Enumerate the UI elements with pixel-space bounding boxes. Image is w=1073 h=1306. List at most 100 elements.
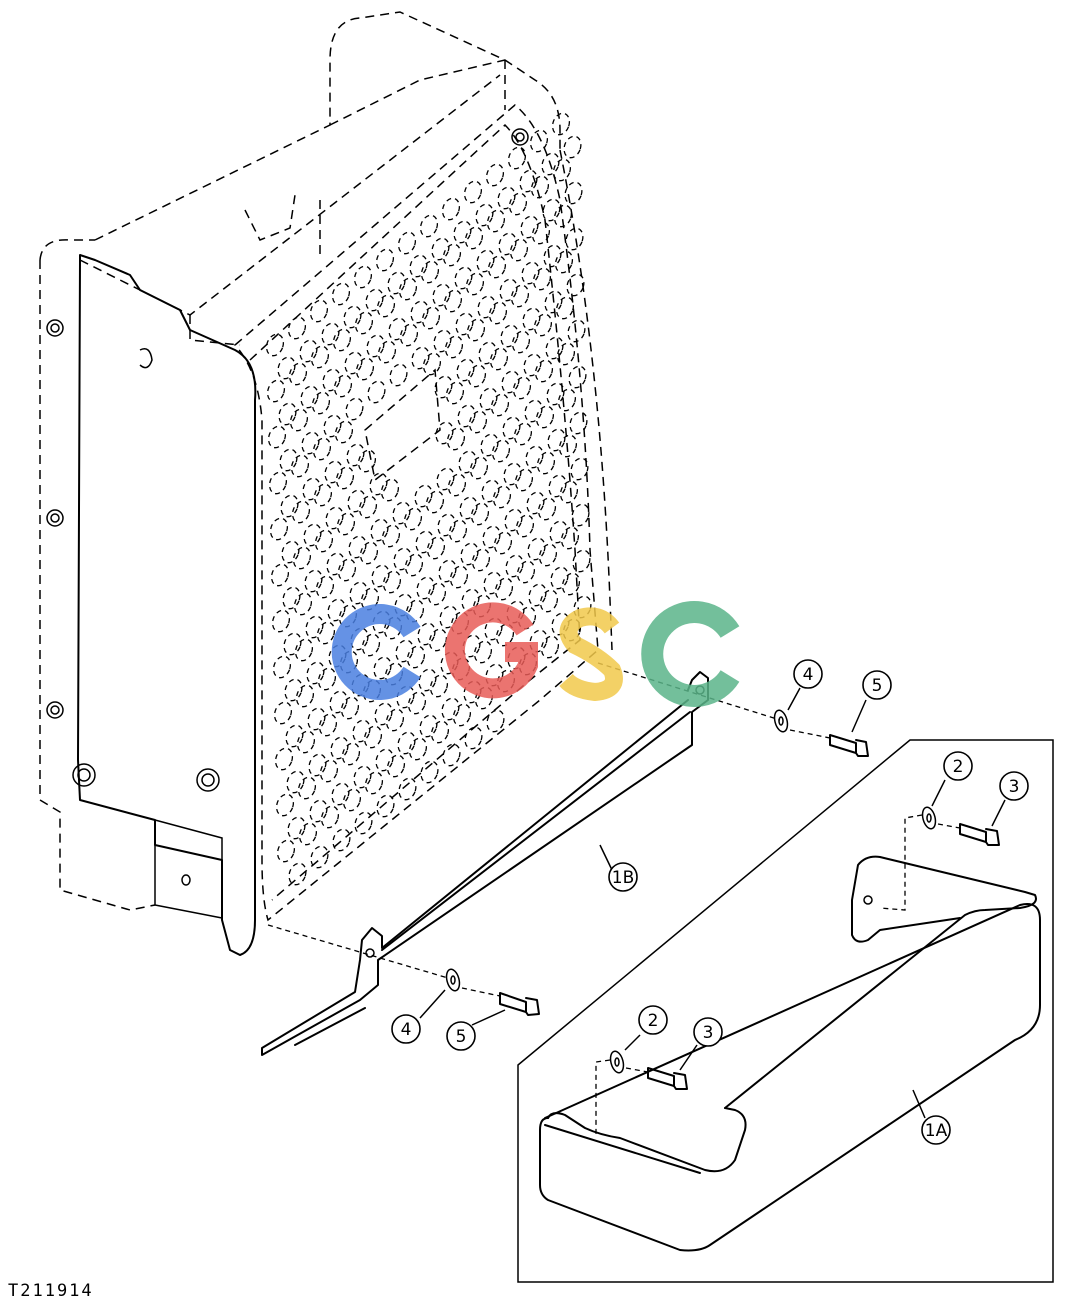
perforation-hole	[468, 410, 488, 434]
perforation-hole	[345, 397, 364, 421]
perforation-hole	[435, 421, 454, 445]
perforation-hole	[516, 560, 536, 584]
perforation-hole	[545, 336, 564, 360]
perforation-hole	[408, 737, 428, 761]
perforation-hole	[487, 255, 507, 279]
perforation-hole	[486, 709, 505, 733]
perforation-hole	[374, 702, 393, 726]
perforation-hole	[456, 358, 475, 382]
perforation-hole	[321, 322, 340, 346]
perforation-hole	[344, 351, 363, 375]
perforation-hole	[404, 553, 424, 577]
perforation-hole	[394, 593, 413, 617]
guard-1A	[539, 855, 1041, 1252]
perforation-hole	[337, 558, 357, 582]
perforation-hole	[269, 517, 289, 541]
perforation-hole	[446, 427, 466, 451]
perforation-hole	[523, 353, 542, 377]
perforation-hole	[464, 726, 483, 750]
perforation-hole	[398, 777, 417, 801]
callout-label: 3	[703, 1023, 714, 1043]
perforation-hole	[331, 782, 350, 806]
perforation-hole	[525, 445, 544, 469]
watermark-letter-c2	[641, 601, 740, 707]
perforation-hole	[289, 408, 309, 432]
perforation-hole	[268, 471, 288, 495]
perforation-hole	[335, 466, 355, 490]
perforation-hole	[286, 770, 305, 794]
perforation-hole	[326, 552, 345, 576]
perforation-hole	[295, 684, 315, 708]
perforation-hole	[418, 668, 437, 692]
perforation-hole	[353, 265, 373, 289]
perforation-hole	[491, 439, 511, 463]
callout-2-top: 2	[943, 751, 973, 781]
perforation-hole	[375, 248, 395, 272]
perforation-hole	[441, 697, 460, 721]
perforation-hole	[477, 295, 496, 319]
perforation-hole	[519, 169, 538, 193]
callout-1A: 1A	[921, 1115, 951, 1145]
perforation-hole	[507, 146, 527, 170]
perforation-hole	[505, 554, 524, 578]
perforation-hole	[572, 549, 591, 573]
perforation-hole	[555, 296, 575, 320]
perforation-hole	[361, 633, 381, 657]
perforation-hole	[366, 334, 385, 358]
perforation-hole	[280, 494, 299, 518]
grille-cutout	[364, 368, 441, 482]
perforation-hole	[311, 391, 331, 415]
side-panel	[46, 128, 529, 956]
perforation-hole	[473, 640, 493, 664]
perforation-hole	[325, 506, 344, 530]
perforation-hole	[482, 525, 501, 549]
perforation-hole	[547, 428, 566, 452]
perforation-hole	[373, 656, 392, 680]
perforation-hole	[319, 759, 339, 783]
perforation-hole	[484, 617, 503, 641]
perforation-hole	[561, 572, 581, 596]
perforation-hole	[410, 300, 429, 324]
perforation-hole	[453, 220, 472, 244]
perforation-hole	[277, 356, 296, 380]
perforation-hole	[386, 754, 406, 778]
perforation-hole	[430, 720, 450, 744]
perforation-hole	[302, 477, 321, 501]
perforation-hole	[348, 535, 367, 559]
bolt-head	[46, 128, 529, 792]
perforation-hole	[460, 542, 479, 566]
perforation-hole	[427, 582, 447, 606]
perforation-hole	[524, 399, 543, 423]
perforation-hole	[308, 753, 327, 777]
perforation-hole	[287, 316, 307, 340]
perforation-hole	[528, 583, 547, 607]
perforation-hole	[346, 443, 365, 467]
perforation-hole	[288, 862, 307, 886]
perforation-hole	[307, 707, 326, 731]
perforation-hole	[312, 437, 332, 461]
perforation-hole	[297, 776, 317, 800]
perforation-hole	[564, 181, 583, 205]
perforation-hole	[544, 290, 563, 314]
perforation-hole	[403, 507, 423, 531]
perforation-hole	[300, 385, 319, 409]
perforation-hole	[431, 237, 450, 261]
callout-2-bottom: 2	[638, 1005, 668, 1035]
perforation-hole	[463, 180, 483, 204]
perforation-hole	[301, 431, 320, 455]
perforation-hole	[320, 805, 340, 829]
perforation-hole	[536, 451, 556, 475]
perforation-hole	[291, 500, 311, 524]
callout-4-left: 4	[391, 1014, 421, 1044]
perforation-hole	[476, 249, 495, 273]
perforation-hole	[530, 175, 550, 199]
callout-label: 1B	[612, 868, 634, 888]
callout-4-right: 4	[793, 659, 823, 689]
housing-outline-dashed	[39, 11, 613, 911]
perforation-hole	[529, 129, 549, 153]
perforation-hole	[287, 816, 306, 840]
perforation-hole	[415, 530, 434, 554]
callout-label: 4	[401, 1020, 412, 1040]
callout-label: 4	[803, 665, 814, 685]
perforation-hole	[284, 678, 303, 702]
